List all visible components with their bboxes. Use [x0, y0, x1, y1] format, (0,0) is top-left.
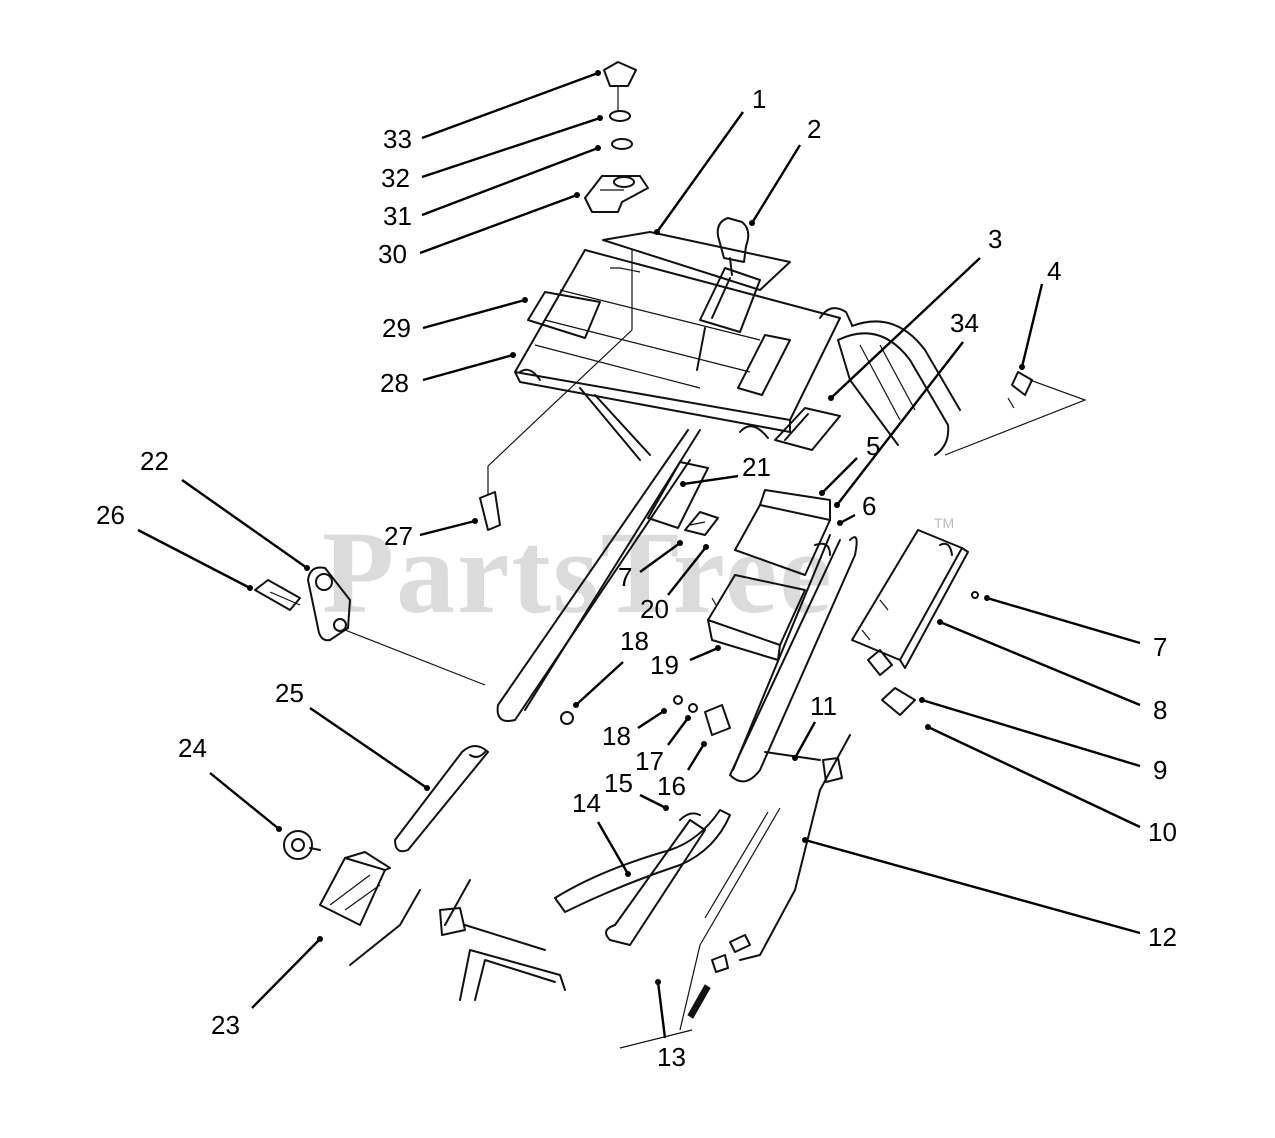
callout-2: 2	[807, 114, 821, 144]
callout-28: 28	[380, 368, 409, 398]
callout-16: 16	[657, 771, 686, 801]
callout-17: 17	[635, 746, 664, 776]
callout-20: 20	[640, 594, 669, 624]
callout-4: 4	[1047, 256, 1061, 286]
callout-27: 27	[384, 521, 413, 551]
callout-numbers: 1 2 3 4 34 5 6 21 7 20 7 8 9 10 11 12 13…	[96, 84, 1177, 1072]
callout-29: 29	[382, 313, 411, 343]
callout-31: 31	[383, 201, 412, 231]
callout-12: 12	[1148, 922, 1177, 952]
callout-21: 21	[742, 452, 771, 482]
callout-18-lower: 18	[602, 721, 631, 751]
callout-8: 8	[1153, 695, 1167, 725]
top-parts	[584, 61, 649, 213]
callout-15: 15	[604, 768, 633, 798]
callout-14: 14	[572, 788, 601, 818]
callout-5: 5	[866, 431, 880, 461]
watermark-trademark: TM	[934, 515, 954, 531]
callout-26: 26	[96, 500, 125, 530]
callout-10: 10	[1148, 817, 1177, 847]
callout-11: 11	[810, 691, 837, 721]
callout-leaders	[137, 70, 1141, 1039]
callout-25: 25	[275, 678, 304, 708]
callout-24: 24	[178, 733, 207, 763]
callout-33: 33	[383, 124, 412, 154]
callout-18-upper: 18	[620, 626, 649, 656]
callout-1: 1	[752, 84, 766, 114]
parts-drawing	[254, 217, 1087, 1049]
callout-6: 6	[862, 491, 876, 521]
callout-34: 34	[950, 308, 979, 338]
callout-3: 3	[988, 224, 1002, 254]
callout-22: 22	[140, 446, 169, 476]
callout-32: 32	[381, 163, 410, 193]
callout-7-right: 7	[1153, 632, 1167, 662]
callout-19: 19	[650, 650, 679, 680]
callout-30: 30	[378, 239, 407, 269]
callout-13: 13	[657, 1042, 686, 1072]
callout-9: 9	[1153, 755, 1167, 785]
callout-7-left: 7	[618, 562, 632, 592]
callout-23: 23	[211, 1010, 240, 1040]
